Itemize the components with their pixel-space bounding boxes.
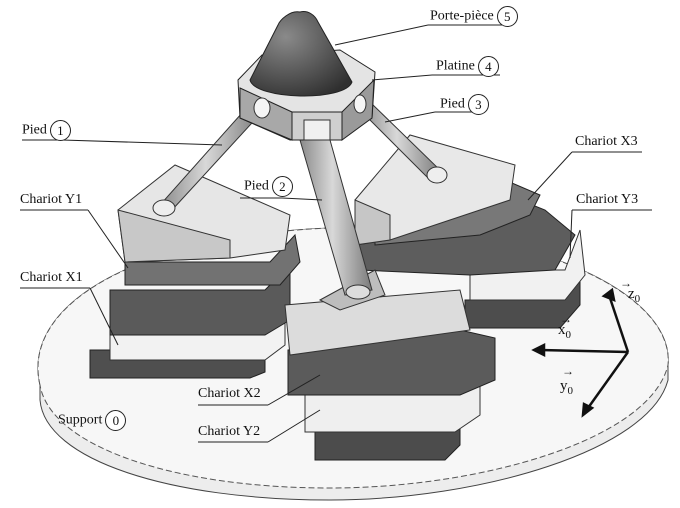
label-pied-1-text: Pied (22, 122, 47, 138)
label-platine-num: 4 (477, 56, 499, 77)
label-chariot-x3-text: Chariot X3 (575, 134, 638, 149)
axis-y0-base: y (560, 378, 568, 394)
label-platine-text: Platine (436, 58, 475, 74)
axis-x0-base: x (558, 322, 566, 338)
legs (152, 103, 448, 300)
label-chariot-x1-text: Chariot X1 (20, 270, 83, 285)
label-support-text: Support (58, 412, 103, 428)
chariot-stack-1 (89, 164, 301, 379)
label-chariot-x1: Chariot X1 (20, 270, 83, 286)
label-chariot-y1-text: Chariot Y1 (20, 192, 83, 207)
axis-x0-sub: 0 (565, 329, 572, 341)
label-pied-3-text: Pied (440, 96, 465, 112)
label-chariot-x2-text: Chariot X2 (198, 386, 261, 401)
label-pied-2-num: 2 (271, 176, 293, 197)
label-chariot-y3: Chariot Y3 (576, 192, 638, 208)
axis-x0: x0 (558, 322, 571, 341)
porte-piece-cone (249, 11, 353, 97)
label-chariot-y3-text: Chariot Y3 (576, 192, 639, 207)
label-chariot-x3: Chariot X3 (575, 134, 638, 150)
x-vector-arrow: → (560, 312, 572, 326)
chariot-stack-2 (284, 269, 496, 461)
label-porte-piece-num: 5 (496, 6, 518, 27)
label-chariot-y2-text: Chariot Y2 (198, 424, 261, 439)
chariot-stack-3 (354, 134, 586, 329)
label-pied-1-num: 1 (49, 120, 71, 141)
label-pied-3-num: 3 (467, 94, 489, 115)
axis-y0: y0 (560, 378, 573, 397)
label-chariot-y1: Chariot Y1 (20, 192, 82, 208)
axis-z0-base: z (628, 286, 635, 302)
label-support-num: 0 (105, 410, 127, 431)
axis-arrows (531, 287, 630, 418)
axis-z0-sub: 0 (634, 293, 641, 305)
label-porte-piece-text: Porte-pièce (430, 8, 494, 24)
axis-y0-sub: 0 (567, 385, 574, 397)
axis-z0: z0 (628, 286, 640, 305)
z-vector-arrow: → (620, 276, 632, 290)
leader-lines (20, 24, 652, 443)
label-pied-2-text: Pied (244, 178, 269, 194)
label-chariot-x2: Chariot X2 (198, 386, 261, 402)
label-chariot-y2: Chariot Y2 (198, 424, 260, 440)
y-vector-arrow: → (562, 364, 574, 378)
